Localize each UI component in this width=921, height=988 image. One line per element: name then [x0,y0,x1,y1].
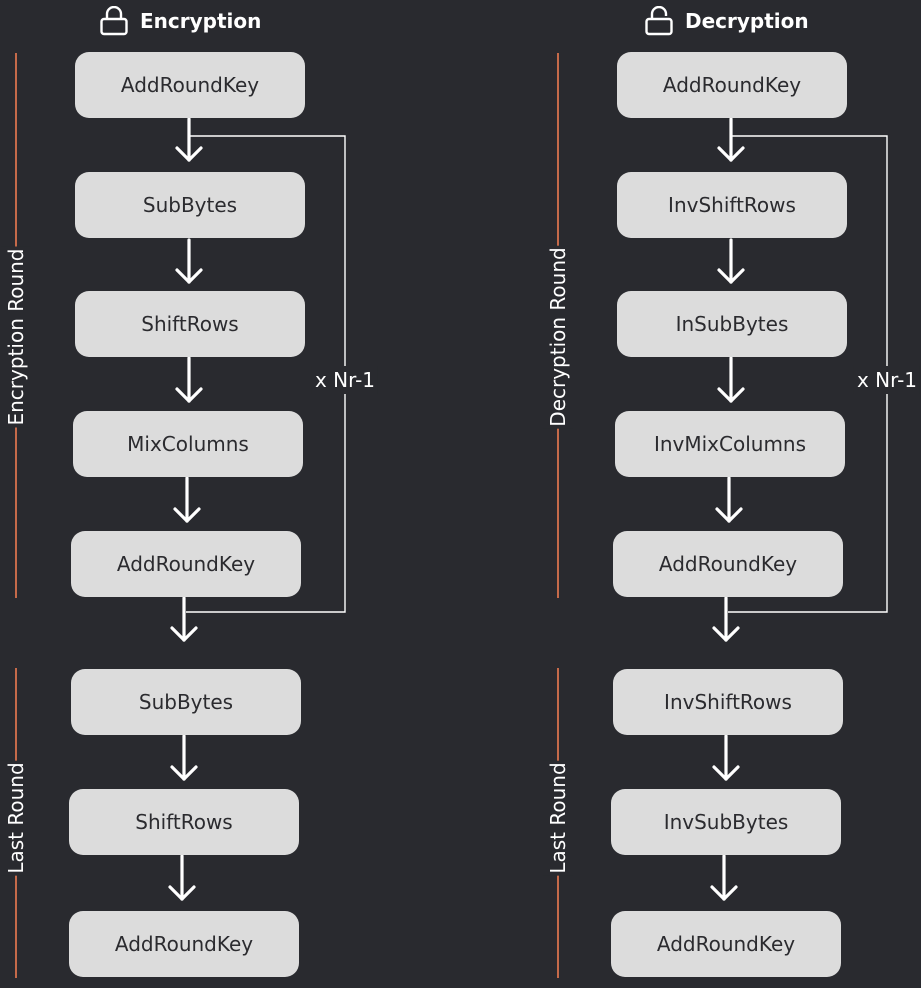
dec-inv-shift-rows-box: InvShiftRows [617,172,847,238]
dec-arrow-3 [717,356,745,403]
lock-icon [100,6,128,36]
enc-arrow-6 [170,734,198,781]
enc-last-add-round-key-box: AddRoundKey [69,911,299,977]
enc-arrow-1 [175,117,203,162]
dec-arrow-6 [712,734,740,781]
enc-shift-rows-box: ShiftRows [75,291,305,357]
enc-sub-bytes-box: SubBytes [75,172,305,238]
dec-arrow-4 [715,476,743,523]
decryption-loop-label: x Nr-1 [853,366,921,394]
dec-last-inv-sub-bytes-box: InvSubBytes [611,789,841,855]
enc-add-round-key-box: AddRoundKey [75,52,305,118]
enc-arrow-3 [175,356,203,403]
decryption-header: Decryption [645,4,809,38]
decryption-title: Decryption [685,9,809,33]
dec-add-round-key-box: AddRoundKey [613,531,843,597]
encryption-loop-label: x Nr-1 [311,366,379,394]
dec-arrow-5 [712,596,740,642]
unlock-icon [645,6,673,36]
enc-arrow-2 [175,238,203,284]
dec-last-add-round-key-box: AddRoundKey [611,911,841,977]
enc-arrow-7 [168,854,196,901]
enc-last-sub-bytes-box: SubBytes [71,669,301,735]
dec-add-round-key-box: AddRoundKey [617,52,847,118]
dec-arrow-2 [717,238,745,284]
dec-inv-mix-columns-box: InvMixColumns [615,411,845,477]
dec-arrow-1 [717,117,745,162]
enc-last-shift-rows-box: ShiftRows [69,789,299,855]
enc-mix-columns-box: MixColumns [73,411,303,477]
encryption-column: Encryption Encryption Round Last Round A… [0,0,460,988]
encryption-title: Encryption [140,9,262,33]
enc-add-round-key-box: AddRoundKey [71,531,301,597]
encryption-header: Encryption [100,4,261,38]
dec-in-sub-bytes-box: InSubBytes [617,291,847,357]
dec-arrow-7 [710,854,738,901]
enc-arrow-4 [173,476,201,523]
enc-arrow-5 [170,596,198,642]
dec-last-inv-shift-rows-box: InvShiftRows [613,669,843,735]
